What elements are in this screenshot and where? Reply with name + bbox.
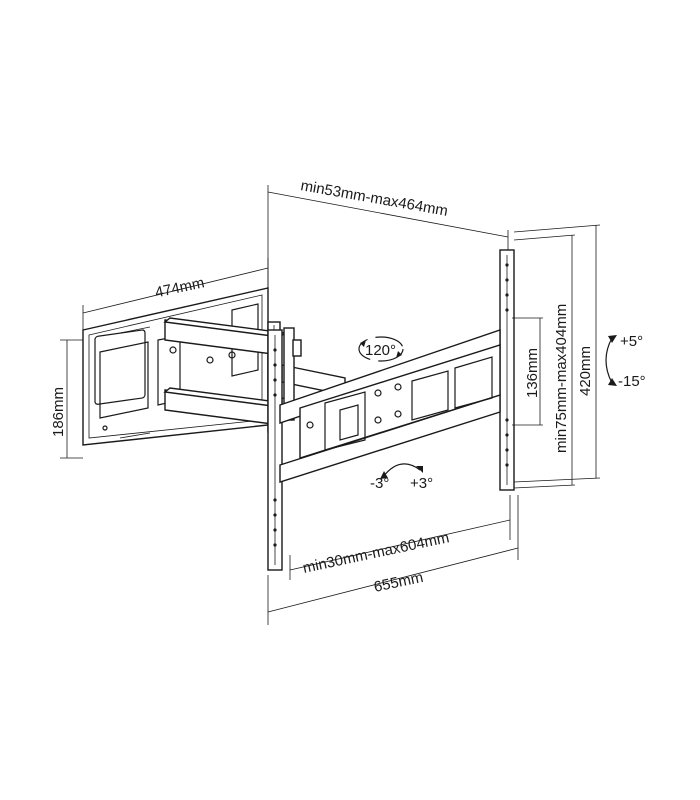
tv-bracket (267, 249, 515, 571)
swivel-arrow-icon (358, 336, 404, 362)
rail-holes (273, 263, 509, 547)
rotation-arrow-icon (380, 463, 423, 479)
small-height-label: 136mm (524, 348, 541, 398)
rotation-left-label: -3° (370, 475, 389, 492)
vesa-horizontal-range-label: min30mm-max604mm (301, 529, 450, 577)
wall-plate-width-label: 474mm (154, 274, 206, 301)
tilt-arrow-icon (605, 335, 617, 386)
extension-range-label: min53mm-max464mm (299, 177, 449, 220)
tilt-up-label: +5° (620, 333, 643, 350)
overall-width-label: 655mm (372, 569, 424, 596)
wall-plate-height-label: 186mm (50, 387, 67, 437)
tilt-down-label: -15° (618, 373, 646, 390)
rotation-right-label: +3° (410, 475, 433, 492)
dimension-lines (60, 185, 601, 625)
swivel-angle-label: 120° (365, 342, 396, 359)
vesa-vertical-range-label: min75mm-max404mm (553, 304, 570, 453)
wall-plate (82, 287, 269, 446)
overall-height-label: 420mm (577, 346, 594, 396)
